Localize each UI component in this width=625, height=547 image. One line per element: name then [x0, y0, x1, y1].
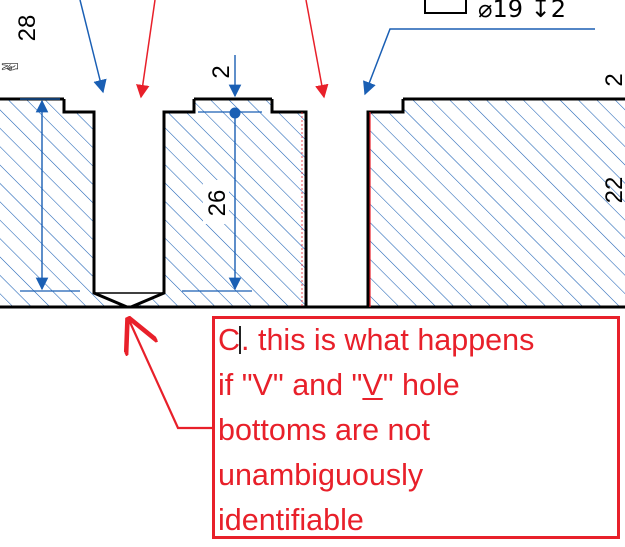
part-outline: [0, 97, 625, 309]
dim-28-label: 28: [14, 15, 41, 42]
note-line-1: C. this is what happens: [218, 318, 618, 363]
dimension-26: 26: [204, 118, 242, 291]
note-line-2-post: " hole: [382, 368, 460, 402]
hole-callout: ⌀19 ↧2: [424, 0, 566, 23]
leader-lines: [79, 0, 595, 430]
note-line-2: if "V" and "V" hole: [218, 363, 618, 408]
text-cursor: [239, 326, 242, 354]
material-section: [0, 99, 625, 307]
note-label-letter: C: [218, 323, 241, 357]
note-box: [212, 316, 620, 539]
hole-callout-text: ⌀19 ↧2: [478, 0, 566, 23]
note-line-4: unambiguously: [218, 458, 424, 492]
right-edge-dimensions: 2 22: [601, 73, 625, 203]
note-text: C. this is what happens if "V" and "V" h…: [218, 318, 618, 543]
note-underlined-v: V: [362, 368, 383, 402]
note-line-2-pre: if "V" and ": [218, 368, 363, 402]
dim-26-label: 26: [204, 190, 231, 217]
hand-symbol-icon: ✌: [0, 57, 24, 75]
note-line-1-rest: . this is what happens: [241, 323, 535, 357]
note-line-3: bottoms are not: [218, 413, 430, 447]
dim-right-2-label: 2: [601, 73, 625, 86]
dimension-2: 2: [208, 55, 242, 119]
note-line-5: identifiable: [218, 503, 364, 537]
dim-right-22-label: 22: [601, 177, 625, 204]
dimension-28: 28 ✌: [0, 15, 49, 291]
dim-2-label: 2: [208, 65, 235, 78]
